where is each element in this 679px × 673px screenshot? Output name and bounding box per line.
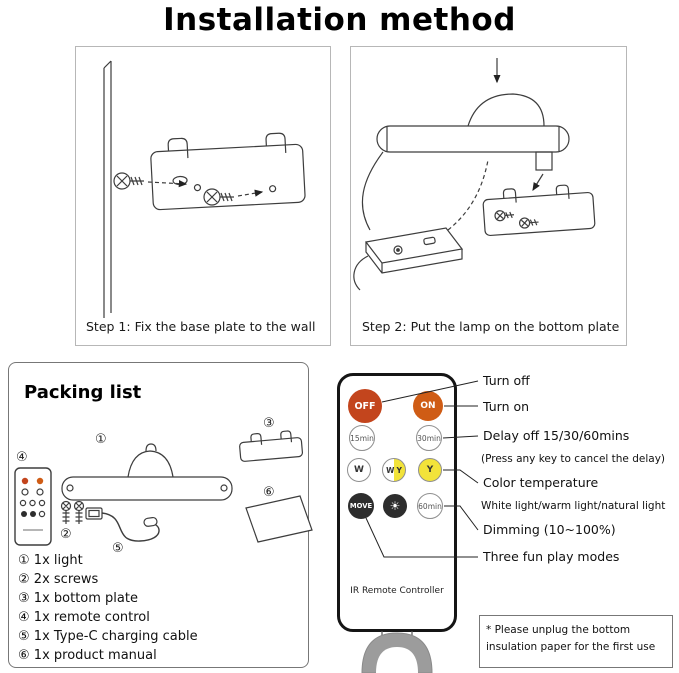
item-label: 1x light xyxy=(33,553,83,568)
off-button: OFF xyxy=(348,389,382,423)
label-color-temperature: Color temperature xyxy=(483,475,599,490)
label-turn-on: Turn on xyxy=(483,399,530,414)
diagram-number-5: ⑤ xyxy=(112,541,124,556)
packing-list-heading: Packing list xyxy=(24,382,142,403)
step1-caption: Step 1: Fix the base plate to the wall xyxy=(86,319,316,334)
item-label: 1x remote control xyxy=(33,610,150,625)
remote-label: IR Remote Controller xyxy=(350,586,444,596)
packing-item: ① 1x light xyxy=(18,551,198,570)
sun-icon: ☀ xyxy=(389,499,401,513)
packing-item: ② 2x screws xyxy=(18,570,198,589)
item-label: 1x product manual xyxy=(33,648,157,663)
item-number: ④ xyxy=(18,610,30,625)
item-number: ⑤ xyxy=(18,629,30,644)
yellow-light-button: Y xyxy=(418,458,442,482)
step2-panel xyxy=(350,46,627,346)
brightness-button: ☀ xyxy=(383,494,407,518)
label-color-note: White light/warm light/natural light xyxy=(481,500,666,512)
first-use-note: * Please unplug the bottom insulation pa… xyxy=(479,615,673,668)
label-delay-off: Delay off 15/30/60mins xyxy=(483,428,630,443)
diagram-number-6: ⑥ xyxy=(263,485,275,500)
label-dimming: Dimming (10~100%) xyxy=(483,522,616,537)
move-button: MOVE xyxy=(348,493,374,519)
step2-caption: Step 2: Put the lamp on the bottom plate xyxy=(362,319,620,334)
item-number: ① xyxy=(18,553,30,568)
on-button: ON xyxy=(413,391,443,421)
label-turn-off: Turn off xyxy=(483,373,530,388)
packing-items-list: ① 1x light ② 2x screws ③ 1x bottom plate… xyxy=(18,551,198,665)
diagram-number-1: ① xyxy=(95,432,107,447)
label-play-modes: Three fun play modes xyxy=(483,549,620,564)
diagram-number-3: ③ xyxy=(263,416,275,431)
page-title: Installation method xyxy=(163,2,516,38)
remote-holder xyxy=(361,631,433,673)
item-label: 2x screws xyxy=(33,572,99,587)
mix-y-label: Y xyxy=(396,465,402,475)
mix-w-label: W xyxy=(386,465,395,475)
item-label: 1x bottom plate xyxy=(33,591,138,606)
delay-15min-button: 15min xyxy=(349,425,375,451)
packing-item: ⑤ 1x Type-C charging cable xyxy=(18,627,198,646)
step1-panel xyxy=(75,46,331,346)
diagram-number-4: ④ xyxy=(16,450,28,465)
packing-item: ③ 1x bottom plate xyxy=(18,589,198,608)
delay-60min-button: 60min xyxy=(417,493,443,519)
item-number: ③ xyxy=(18,591,30,606)
packing-item: ④ 1x remote control xyxy=(18,608,198,627)
label-delay-note: (Press any key to cancel the delay) xyxy=(481,453,666,465)
diagram-number-2: ② xyxy=(60,527,72,542)
item-number: ⑥ xyxy=(18,648,30,663)
item-label: 1x Type-C charging cable xyxy=(33,629,198,644)
white-light-button: W xyxy=(347,458,371,482)
item-number: ② xyxy=(18,572,30,587)
packing-item: ⑥ 1x product manual xyxy=(18,646,198,665)
delay-30min-button: 30min xyxy=(416,425,442,451)
